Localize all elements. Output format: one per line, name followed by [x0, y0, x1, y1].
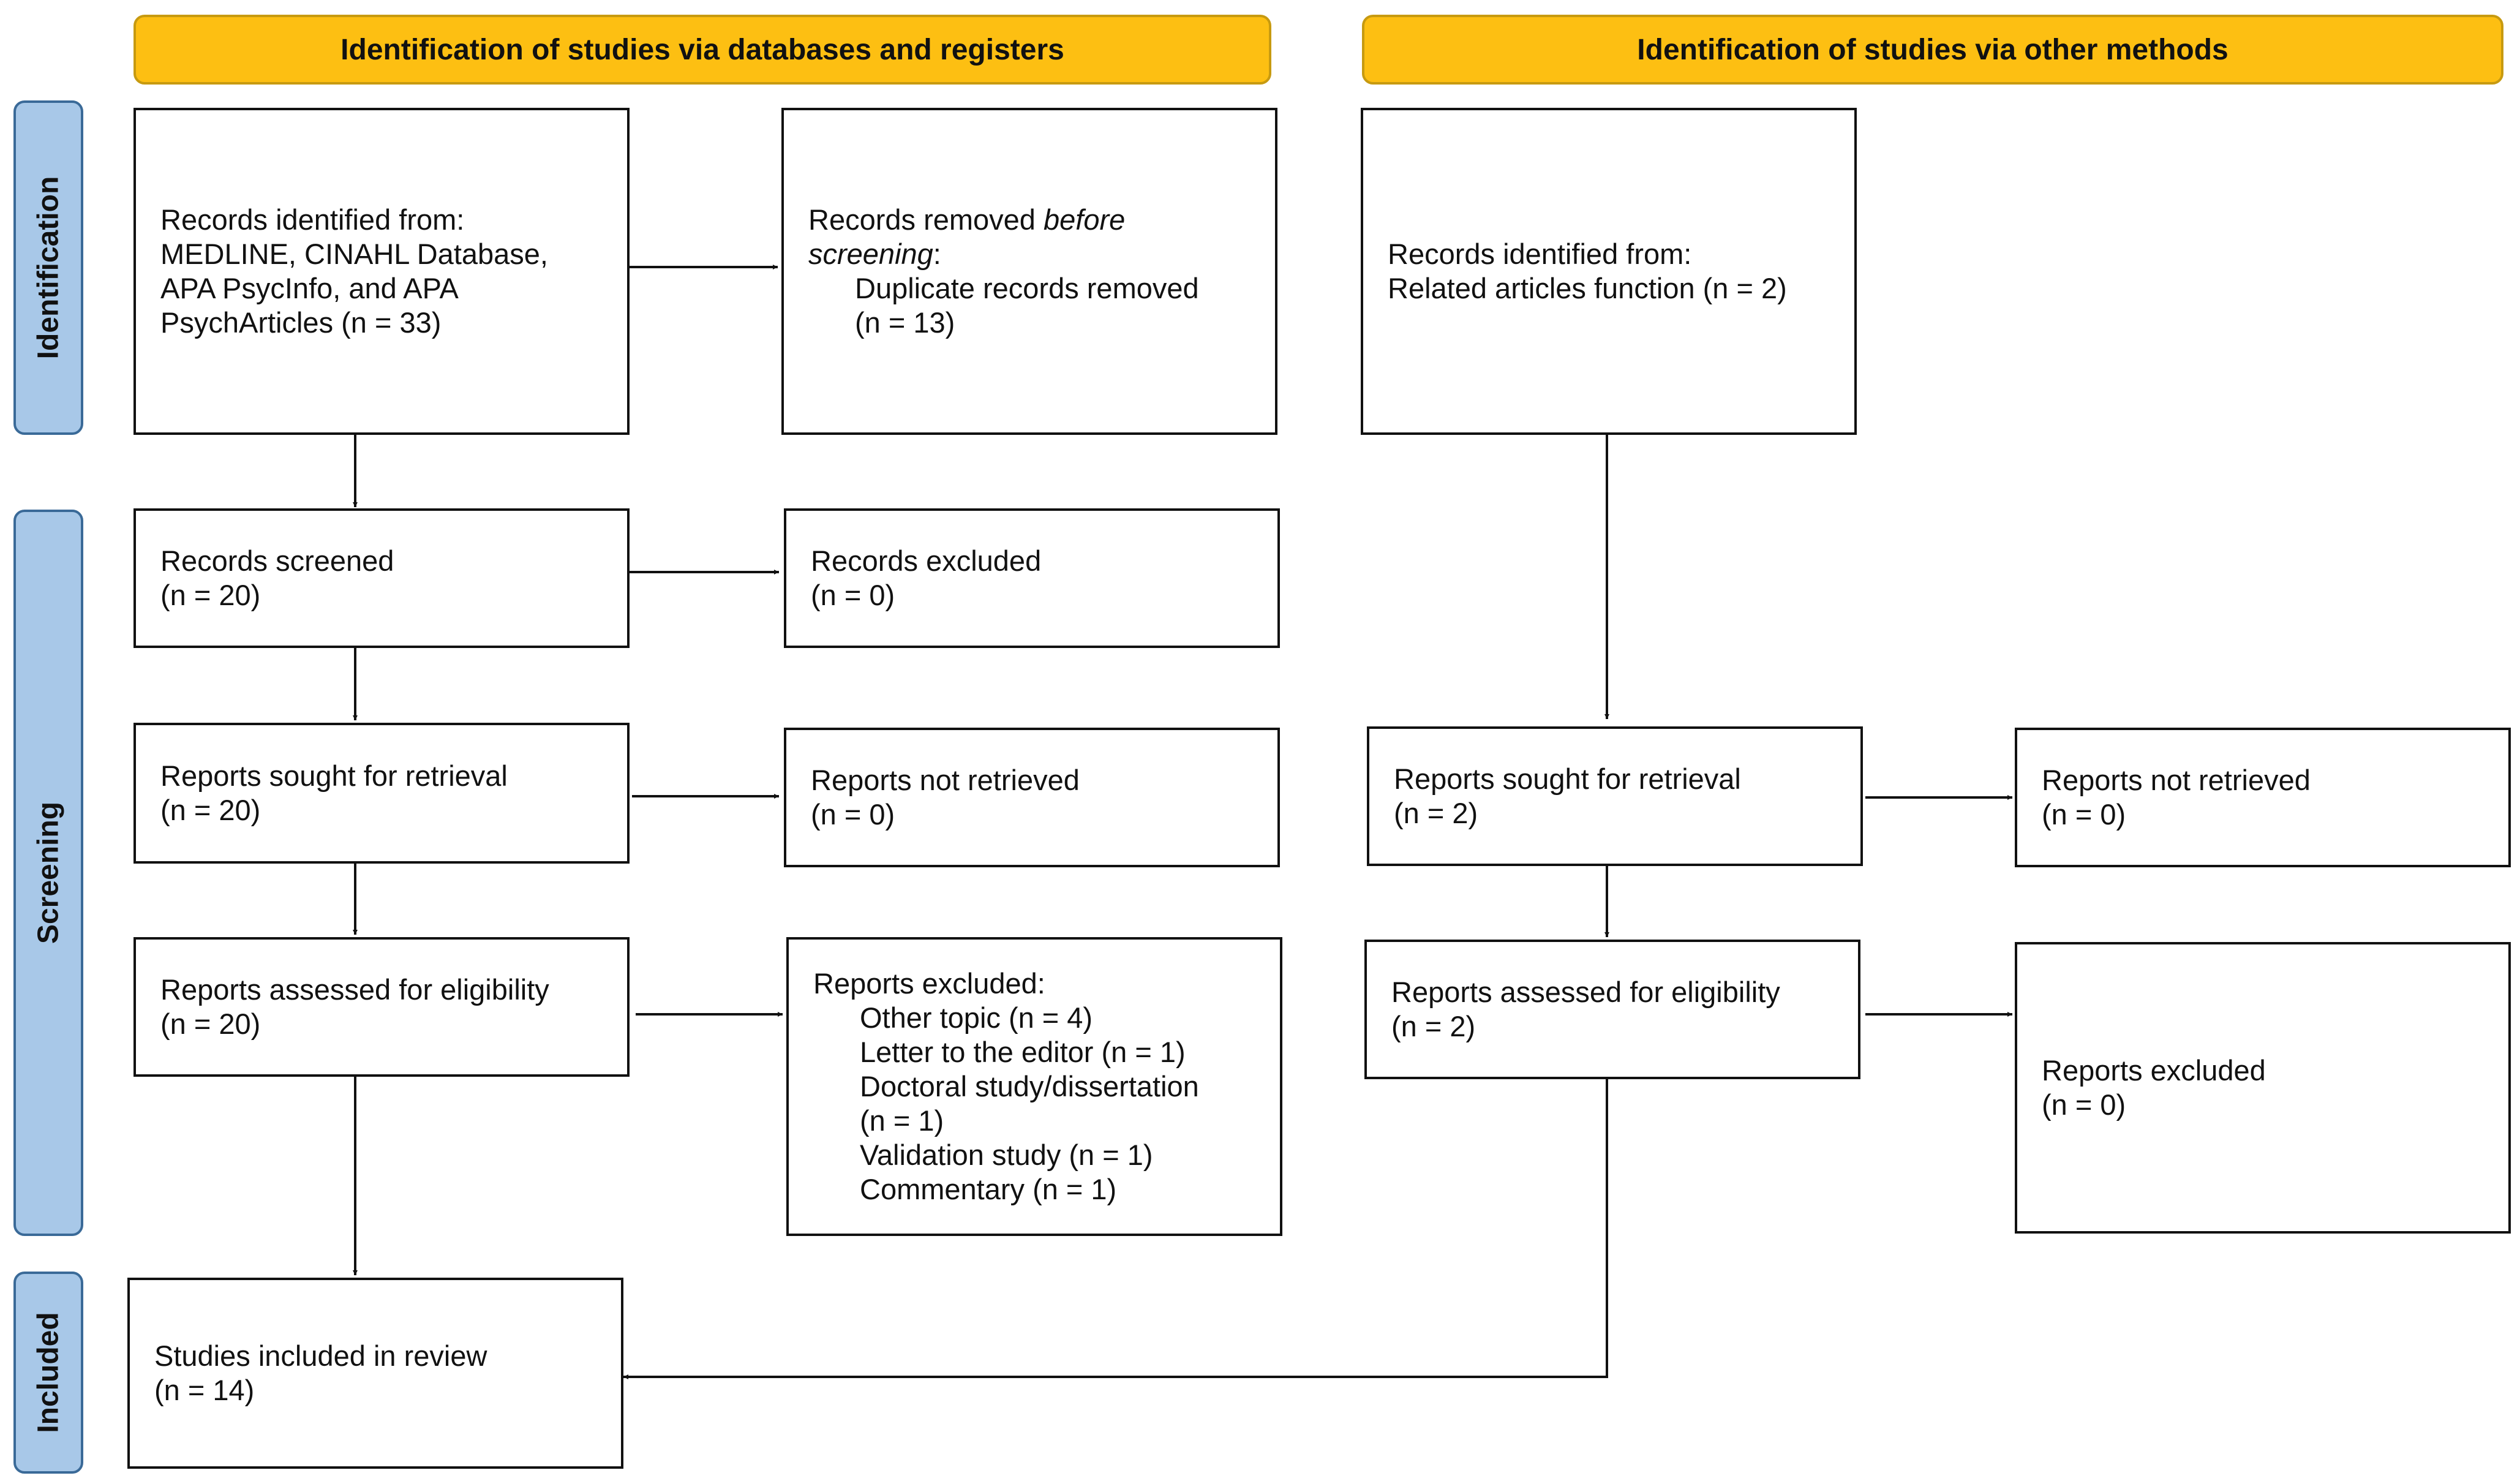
- header-other-label: Identification of studies via other meth…: [1637, 33, 2229, 66]
- box-records-excluded: Records excluded (n = 0): [784, 508, 1280, 648]
- box-other-reports-assessed: Reports assessed for eligibility (n = 2): [1364, 940, 1860, 1079]
- phase-identification: Identification: [13, 100, 83, 435]
- text-line: Records screened: [160, 545, 394, 577]
- text-line: Related articles function (n = 2): [1388, 272, 1787, 304]
- text-line: Reports not retrieved: [2042, 764, 2311, 796]
- text-line: (n = 0): [811, 579, 895, 611]
- text-line: Reports assessed for eligibility: [160, 973, 549, 1006]
- header-other-methods: Identification of studies via other meth…: [1362, 15, 2503, 85]
- text-line: Records identified from:: [160, 203, 465, 236]
- text-line: Reports sought for retrieval: [160, 759, 508, 792]
- text-line: Records excluded: [811, 545, 1042, 577]
- box-reports-sought: Reports sought for retrieval (n = 20): [134, 723, 630, 864]
- text-line: (n = 14): [154, 1374, 255, 1406]
- text-line: (n = 1): [860, 1104, 944, 1137]
- text-line: (n = 20): [160, 579, 261, 611]
- text-line: Reports not retrieved: [811, 764, 1080, 796]
- text-fragment-italic: screening: [808, 238, 933, 270]
- text-line: (n = 13): [855, 306, 955, 339]
- text-line: (n = 0): [2042, 798, 2126, 831]
- text-line: MEDLINE, CINAHL Database,: [160, 238, 548, 270]
- text-line: (n = 2): [1391, 1010, 1476, 1042]
- text-line: Letter to the editor (n = 1): [860, 1036, 1186, 1068]
- text-line: (n = 2): [1394, 797, 1478, 829]
- box-reports-assessed: Reports assessed for eligibility (n = 20…: [134, 937, 630, 1077]
- phase-screening: Screening: [13, 510, 83, 1236]
- box-reports-excluded: Reports excluded: Other topic (n = 4) Le…: [786, 937, 1282, 1236]
- text-line: screening:: [808, 237, 1251, 271]
- box-other-records-identified: Records identified from: Related article…: [1361, 108, 1857, 435]
- box-other-reports-not-retrieved: Reports not retrieved (n = 0): [2015, 728, 2511, 867]
- text-line: Records identified from:: [1388, 238, 1692, 270]
- text-line: Reports sought for retrieval: [1394, 763, 1741, 795]
- text-line: Reports excluded: [2042, 1054, 2266, 1087]
- text-line: Duplicate records removed: [855, 272, 1199, 304]
- text-line: Reports excluded:: [813, 967, 1045, 1000]
- box-reports-not-retrieved: Reports not retrieved (n = 0): [784, 728, 1280, 867]
- text-line: Studies included in review: [154, 1340, 487, 1372]
- text-line: (n = 20): [160, 1008, 261, 1040]
- text-line: Validation study (n = 1): [860, 1139, 1153, 1171]
- text-line: Reports assessed for eligibility: [1391, 976, 1780, 1008]
- box-other-reports-sought: Reports sought for retrieval (n = 2): [1367, 726, 1863, 866]
- text-line: APA PsycInfo, and APA: [160, 272, 459, 304]
- box-studies-included: Studies included in review (n = 14): [127, 1278, 623, 1469]
- text-line: Other topic (n = 4): [860, 1001, 1093, 1034]
- header-databases: Identification of studies via databases …: [134, 15, 1271, 85]
- box-other-reports-excluded: Reports excluded (n = 0): [2015, 942, 2511, 1234]
- text-line: Records removed before: [808, 203, 1251, 237]
- text-fragment-italic: before: [1044, 203, 1126, 236]
- box-records-removed: Records removed before screening: Duplic…: [781, 108, 1277, 435]
- text-line: PsychArticles (n = 33): [160, 306, 442, 339]
- box-records-identified: Records identified from: MEDLINE, CINAHL…: [134, 108, 630, 435]
- text-fragment: :: [933, 238, 941, 270]
- text-line: Commentary (n = 1): [860, 1173, 1117, 1205]
- arrow-other-assessed-to-included: [623, 1077, 1608, 1379]
- text-line: (n = 0): [811, 798, 895, 831]
- phase-included: Included: [13, 1272, 83, 1474]
- text-line: (n = 20): [160, 794, 261, 826]
- box-records-screened: Records screened (n = 20): [134, 508, 630, 648]
- header-databases-label: Identification of studies via databases …: [340, 33, 1064, 66]
- text-line: (n = 0): [2042, 1088, 2126, 1121]
- text-fragment: Records removed: [808, 203, 1044, 236]
- text-line: Doctoral study/dissertation: [860, 1070, 1199, 1102]
